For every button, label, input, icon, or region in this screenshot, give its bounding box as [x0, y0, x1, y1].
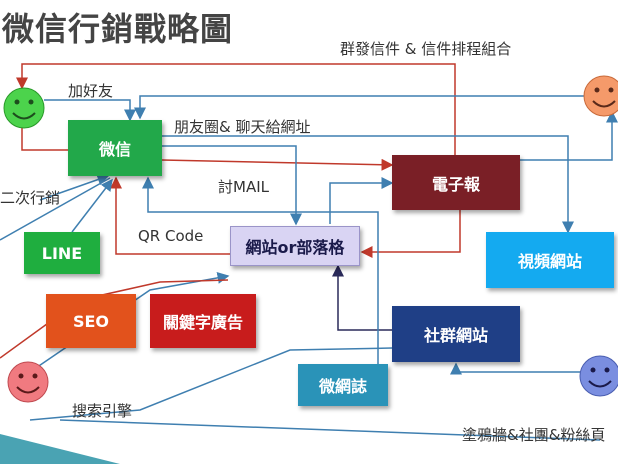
label-group-send: 群發信件 & 信件排程組合 — [340, 40, 512, 58]
label-moments: 朋友圈& 聊天給網址 — [174, 118, 311, 136]
label-qr-code: QR Code — [138, 227, 204, 245]
label-add-friend: 加好友 — [68, 82, 114, 100]
box-microblog[interactable]: 微網誌 — [298, 364, 388, 406]
label-search-engine: 搜索引擎 — [72, 402, 133, 420]
label-second-marketing: 二次行銷 — [0, 189, 61, 207]
smiley-blue-icon — [579, 355, 618, 397]
smiley-pink-icon — [7, 361, 49, 403]
smiley-orange-icon — [583, 75, 618, 117]
box-line[interactable]: LINE — [24, 232, 100, 274]
page-title: 微信行銷戰略圖 — [2, 10, 234, 48]
corner-decoration — [0, 434, 120, 464]
smiley-green-icon — [3, 87, 45, 129]
box-keyword-ads[interactable]: 關鍵字廣告 — [150, 294, 256, 348]
box-video[interactable]: 視頻網站 — [486, 232, 614, 288]
box-website[interactable]: 網站or部落格 — [230, 226, 360, 266]
box-wechat[interactable]: 微信 — [68, 120, 162, 176]
box-enews[interactable]: 電子報 — [392, 155, 520, 210]
box-seo[interactable]: SEO — [46, 294, 136, 348]
label-wall-group-fans: 塗鴉牆&社團&粉絲頁 — [462, 426, 606, 444]
label-ask-mail: 討MAIL — [218, 178, 269, 196]
box-social[interactable]: 社群網站 — [392, 306, 520, 362]
